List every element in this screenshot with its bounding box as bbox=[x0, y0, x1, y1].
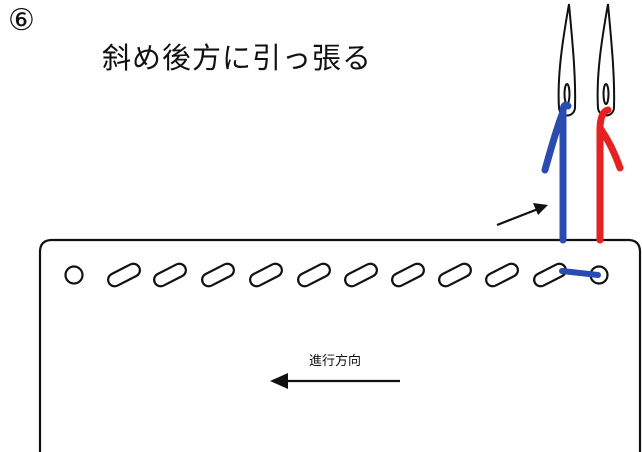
stitch-slot bbox=[485, 262, 519, 288]
stitch-slot bbox=[438, 262, 472, 288]
stitch-slot bbox=[344, 262, 378, 288]
stitch-slot bbox=[249, 262, 283, 288]
blue-thread-stitch bbox=[559, 268, 601, 278]
stitch-slots bbox=[107, 262, 567, 288]
stitch-slot bbox=[201, 262, 235, 288]
stitch-slot bbox=[533, 262, 567, 288]
arrow-icon bbox=[496, 203, 548, 227]
arrow-left-icon bbox=[270, 373, 400, 389]
direction-label: 進行方向 bbox=[309, 354, 362, 369]
stitch-hole-left bbox=[64, 265, 84, 285]
stitch-slot bbox=[153, 262, 187, 288]
stitch-slot bbox=[391, 262, 425, 288]
stitch-slot bbox=[107, 262, 141, 288]
stitch-slot bbox=[297, 262, 331, 288]
needle-icon bbox=[557, 3, 577, 117]
instruction-title: 斜め後方に引っ張る bbox=[102, 41, 373, 75]
blue-thread bbox=[541, 101, 572, 244]
needle-icon bbox=[596, 3, 616, 117]
leather-piece bbox=[38, 238, 642, 452]
red-thread bbox=[596, 106, 624, 244]
step-number: ⑥ bbox=[8, 3, 35, 38]
